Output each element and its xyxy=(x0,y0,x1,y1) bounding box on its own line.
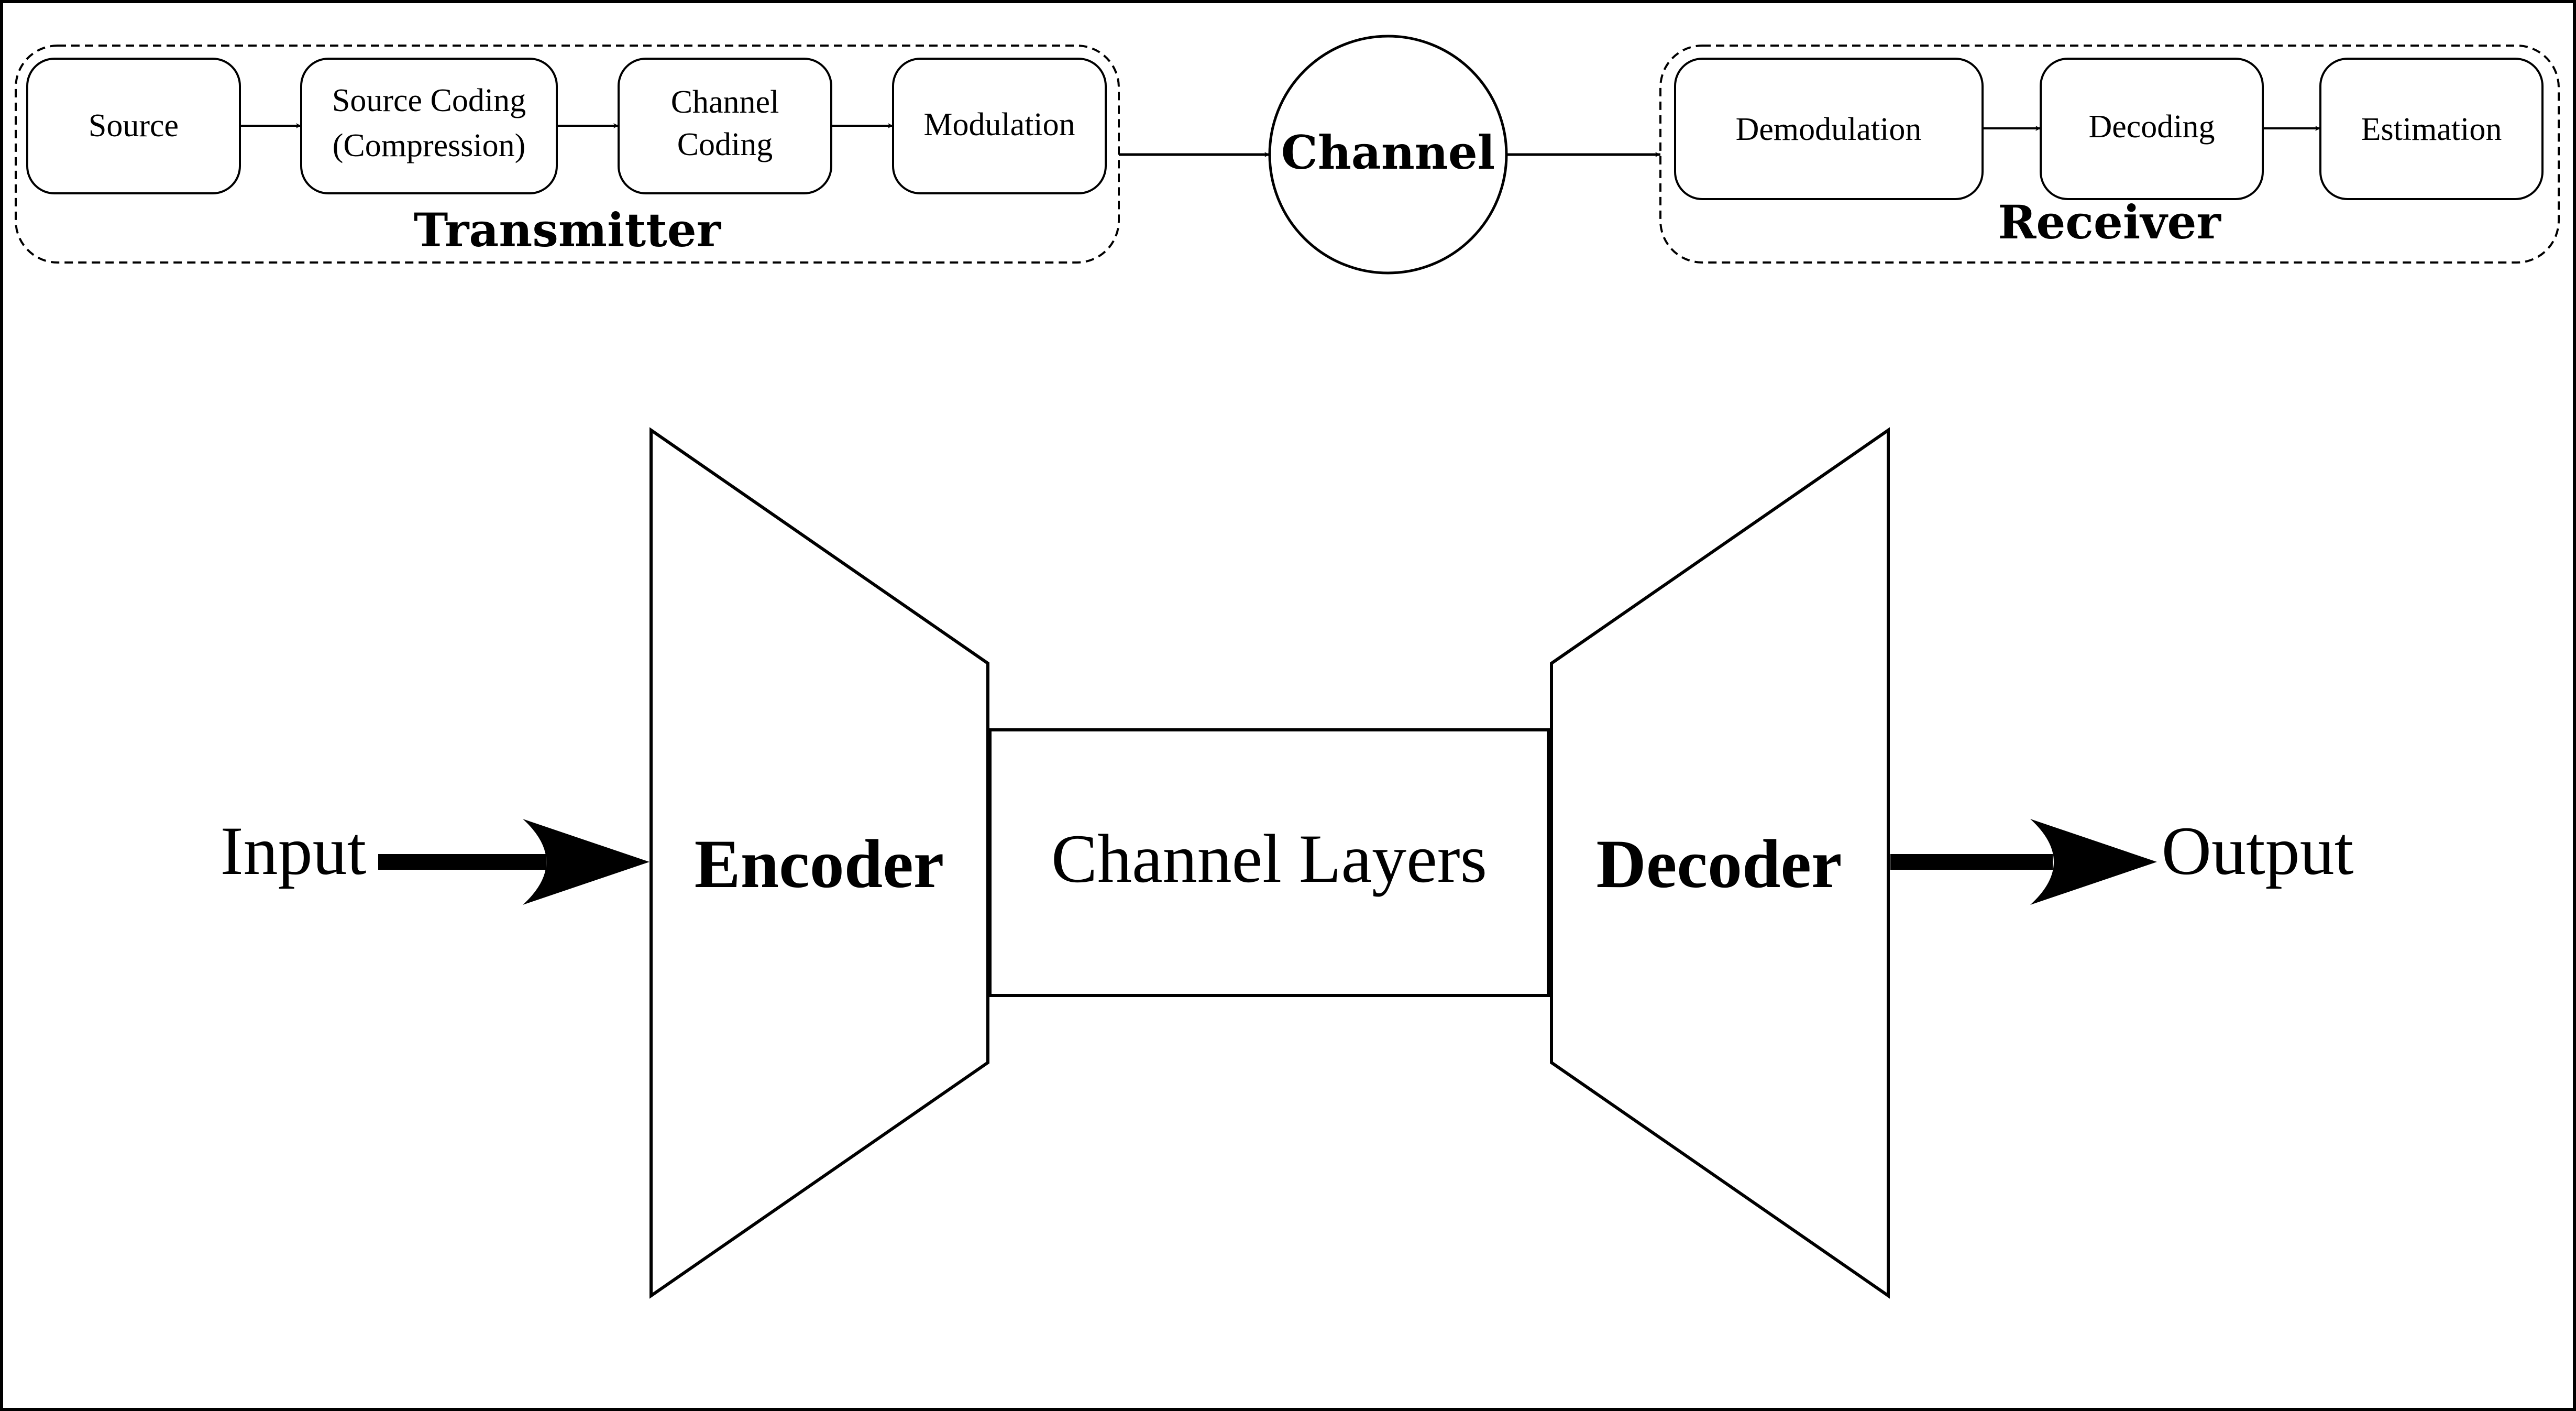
tx-block-modulation: Modulation xyxy=(892,58,1107,194)
receiver-group: Demodulation Decoding Estimation Receive… xyxy=(1659,45,2560,264)
output-arrow xyxy=(1890,819,2157,905)
input-label: Input xyxy=(221,812,367,889)
receiver-label: Receiver xyxy=(1998,195,2221,249)
tx-block-source: Source xyxy=(26,58,241,194)
tx-block-channel-coding-line1: Channel xyxy=(671,84,779,120)
tx-block-source-label: Source xyxy=(89,108,179,144)
encoder-trapezoid xyxy=(649,427,989,1299)
transmitter-label: Transmitter xyxy=(414,203,722,257)
channel-layers-box xyxy=(988,728,1550,997)
channel-label: Channel xyxy=(1281,125,1495,180)
rx-block-decoding-label: Decoding xyxy=(2088,109,2215,145)
autoencoder-group: Input Encoder Channel Layers Decoder Out… xyxy=(221,427,2354,1299)
tx-block-modulation-label: Modulation xyxy=(923,107,1075,143)
tx-block-channel-coding-line2: Coding xyxy=(677,127,773,162)
decoder-trapezoid xyxy=(1550,427,1890,1299)
rx-block-estimation: Estimation xyxy=(2319,58,2544,200)
transmitter-group: Source Source Coding (Compression) Chann… xyxy=(15,45,1120,264)
input-arrow xyxy=(378,819,649,905)
rx-block-decoding: Decoding xyxy=(2040,58,2264,200)
receiver-dashed-boundary xyxy=(1659,45,2560,264)
tx-block-source-coding: Source Coding (Compression) xyxy=(300,58,558,194)
tx-block-source-coding-line2: (Compression) xyxy=(333,128,526,163)
output-label: Output xyxy=(2162,812,2354,889)
tx-block-channel-coding: Channel Coding xyxy=(618,58,832,194)
channel-layers-label: Channel Layers xyxy=(1051,820,1487,897)
tx-block-source-coding-line1: Source Coding xyxy=(332,83,526,118)
rx-block-demodulation-label: Demodulation xyxy=(1736,112,1922,147)
rx-block-estimation-label: Estimation xyxy=(2361,112,2502,147)
decoder-label: Decoder xyxy=(1596,825,1842,902)
encoder-label: Encoder xyxy=(695,825,944,902)
channel-node: Channel xyxy=(1119,35,1660,275)
rx-block-demodulation: Demodulation xyxy=(1674,58,1984,200)
